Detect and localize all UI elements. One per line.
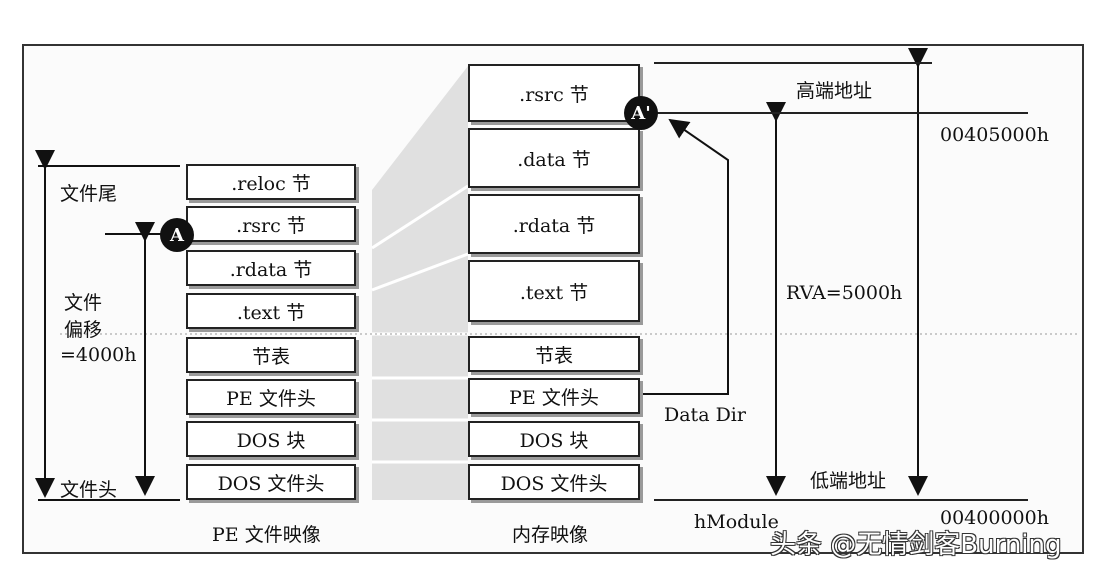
- pe-dos-header: DOS 文件头: [186, 464, 356, 500]
- memory-image-caption: 内存映像: [512, 524, 589, 546]
- mem-section-rsrc: .rsrc 节: [468, 64, 640, 122]
- rva-top-line: [656, 112, 1028, 114]
- mem-dos-stub: DOS 块: [468, 421, 640, 457]
- pe-section-table: 节表: [186, 337, 356, 373]
- watermark-text: 头条 @无情剑客Burning: [770, 530, 1062, 560]
- offset-label-line1: 文件: [64, 292, 103, 314]
- pe-image-caption: PE 文件映像: [212, 524, 321, 546]
- low-addr-label: 低端地址: [810, 470, 887, 492]
- mem-section-rdata: .rdata 节: [468, 194, 640, 254]
- pe-section-text: .text 节: [186, 293, 356, 329]
- mapping-band: [372, 66, 468, 500]
- high-addr-label: 高端地址: [796, 80, 873, 102]
- pe-section-rdata: .rdata 节: [186, 250, 356, 286]
- file-head-label: 文件头: [60, 479, 118, 501]
- hmodule-line: [654, 499, 1028, 501]
- rva-label: RVA=5000h: [786, 282, 903, 304]
- badge-a-prime: A': [624, 96, 658, 130]
- pe-file-header: PE 文件头: [186, 379, 356, 415]
- badge-a: A: [160, 218, 194, 252]
- addr-low-value: 00400000h: [940, 507, 1049, 529]
- offset-label-line3: =4000h: [60, 344, 137, 366]
- mem-section-table: 节表: [468, 336, 640, 372]
- pe-dos-stub: DOS 块: [186, 421, 356, 457]
- mem-section-text: .text 节: [468, 260, 640, 322]
- pe-section-rsrc: .rsrc 节: [186, 206, 356, 242]
- mem-section-data: .data 节: [468, 128, 640, 188]
- mem-dos-header: DOS 文件头: [468, 464, 640, 500]
- offset-label-line2: 偏移: [64, 319, 103, 341]
- data-dir-label: Data Dir: [664, 404, 746, 426]
- addr-high-value: 00405000h: [940, 124, 1049, 146]
- data-dir-pointer: [640, 118, 729, 395]
- file-tail-label: 文件尾: [60, 183, 118, 205]
- high-addr-line: [654, 62, 932, 64]
- mem-file-header: PE 文件头: [468, 378, 640, 414]
- hmodule-label: hModule: [694, 511, 779, 533]
- pe-section-reloc: .reloc 节: [186, 164, 356, 200]
